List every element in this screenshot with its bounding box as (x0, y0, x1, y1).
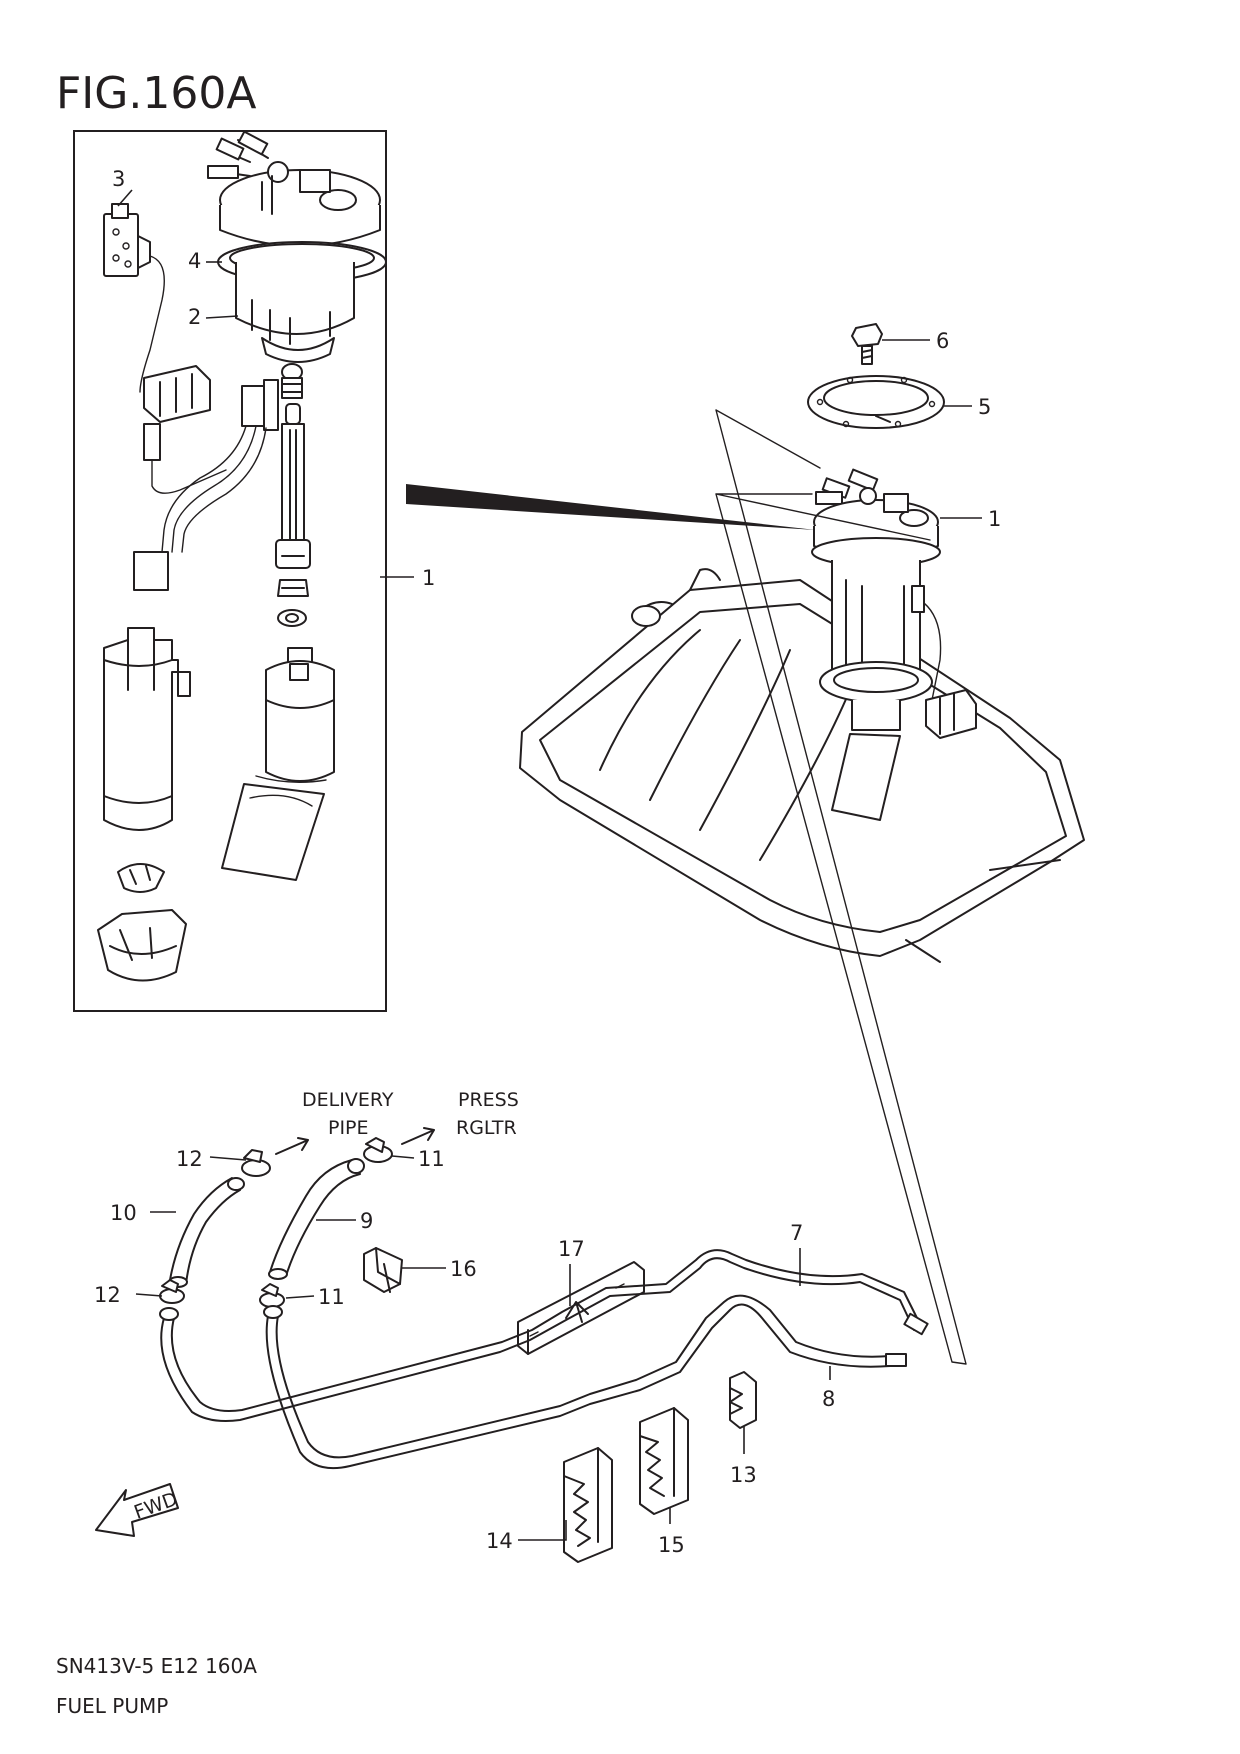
tank-gasket-ring (807, 375, 945, 429)
forward-direction-arrow: FWD (95, 1483, 180, 1537)
fwd-label: FWD (131, 1488, 180, 1524)
figure-title: FIG.160A (56, 68, 257, 119)
pump-module-upper (207, 130, 387, 363)
retainer-clip (117, 863, 165, 893)
pipe-end-8 (263, 1305, 283, 1319)
note-delivery-line1: DELIVERY (302, 1089, 394, 1111)
hose-clamp-12-top (241, 1149, 271, 1177)
callout-1-right: 1 (988, 507, 1001, 531)
bolt (851, 323, 883, 365)
callout-9: 9 (360, 1209, 373, 1233)
callout-2: 2 (188, 305, 201, 329)
callout-8: 8 (822, 1387, 835, 1411)
assembly-pointer-wedge (406, 484, 816, 530)
lower-bracket (97, 909, 187, 982)
callout-5: 5 (978, 395, 991, 419)
pipe-clamp-13 (729, 1371, 757, 1429)
arrow-to-press-regulator (401, 1127, 435, 1145)
figure-code: SN413V-5 E12 160A (56, 1654, 257, 1678)
pipe-bracket-17 (517, 1261, 645, 1355)
detail-box (73, 130, 387, 1012)
fuel-level-sender (103, 203, 165, 393)
hose-clamp-11-top (363, 1137, 393, 1163)
callout-3: 3 (112, 167, 125, 191)
installed-pump-module (811, 468, 977, 821)
fuel-hose-9 (268, 1158, 365, 1280)
arrow-to-delivery-pipe (275, 1137, 309, 1155)
callout-16: 16 (450, 1257, 477, 1281)
pump-case (103, 627, 191, 831)
wiring-harness (133, 365, 279, 591)
callout-12-top: 12 (176, 1147, 203, 1171)
pipe-end-7 (159, 1307, 179, 1321)
callout-11-top: 11 (418, 1147, 445, 1171)
pump-internal-stack (275, 363, 311, 627)
fuel-filter-sock (221, 775, 327, 881)
callout-6: 6 (936, 329, 949, 353)
pipe-clip-16 (363, 1247, 403, 1293)
fuel-hose-10 (168, 1177, 245, 1288)
note-delivery-line2: PIPE (328, 1117, 369, 1139)
callout-14: 14 (486, 1529, 513, 1553)
fuel-tank (519, 568, 1085, 963)
callout-13: 13 (730, 1463, 757, 1487)
pipe-clamp-15 (639, 1407, 689, 1515)
figure-name: FUEL PUMP (56, 1694, 169, 1718)
fuel-pump-motor (265, 647, 335, 782)
callout-1-left: 1 (422, 566, 435, 590)
callout-7: 7 (790, 1221, 803, 1245)
callout-15: 15 (658, 1533, 685, 1557)
hose-clamp-11-bottom (259, 1283, 285, 1308)
callout-12-bottom: 12 (94, 1283, 121, 1307)
note-press-line2: RGLTR (456, 1117, 517, 1139)
callout-4: 4 (188, 249, 201, 273)
guide-lines (715, 409, 967, 1365)
callout-10: 10 (110, 1201, 137, 1225)
callout-17: 17 (558, 1237, 585, 1261)
pipe-clamp-14 (563, 1447, 613, 1563)
note-press-line1: PRESS (458, 1089, 519, 1111)
callout-11-bottom: 11 (318, 1285, 345, 1309)
fuel-pipe-8 (265, 1294, 907, 1470)
hose-clamp-12-bottom (159, 1279, 185, 1304)
